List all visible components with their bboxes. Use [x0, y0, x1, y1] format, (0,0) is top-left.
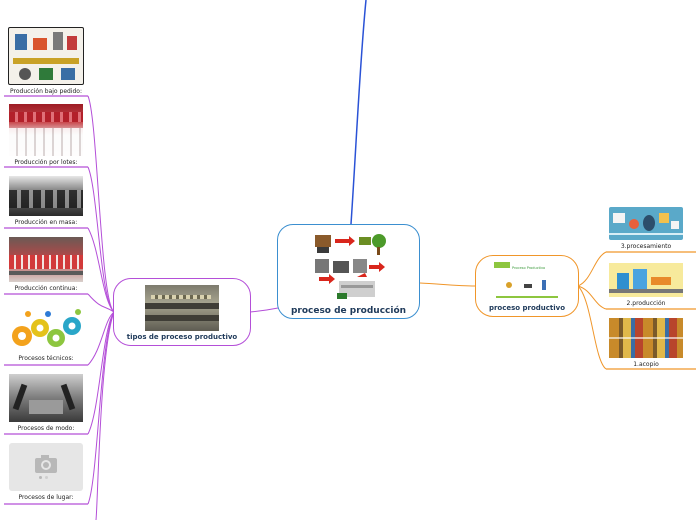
- leaf-procesos-de-modo[interactable]: Procesos de modo:: [4, 374, 88, 432]
- top-connector: [350, 0, 367, 225]
- leaf-label: Producción por lotes:: [14, 159, 78, 166]
- camera-placeholder-icon: [9, 443, 83, 491]
- assembly-line-photo: [9, 176, 83, 216]
- right-underlines: [606, 251, 696, 370]
- leaf-label: Procesos de lugar:: [18, 494, 74, 501]
- leaf-produccion-en-masa[interactable]: Producción en masa:: [4, 176, 88, 226]
- left-branch-node[interactable]: tipos de proceso productivo: [113, 278, 251, 346]
- central-right-connector: [419, 282, 476, 287]
- conveyor-photo: [145, 285, 219, 331]
- right-branch-node[interactable]: Proceso Productivo proceso productivo: [475, 255, 579, 317]
- leaf-produccion-continua[interactable]: Producción continua:: [4, 237, 88, 292]
- proceso-productivo-thumbnail: Proceso Productivo: [494, 262, 560, 302]
- leaf-label: Producción bajo pedido:: [10, 88, 82, 95]
- leaf-label: 3.procesamiento: [620, 243, 672, 250]
- factory-machines-illustration: [609, 263, 683, 297]
- bottle-rows-photo: [9, 104, 83, 156]
- factory-workers-illustration: [8, 27, 84, 85]
- processing-infographic: [609, 207, 683, 240]
- crops-collage-photo: [609, 318, 683, 358]
- leaf-label: Producción continua:: [14, 285, 78, 292]
- central-left-connector: [249, 307, 279, 313]
- right-branch-title: proceso productivo: [488, 304, 566, 312]
- right-fan-connectors: [577, 251, 607, 370]
- leaf-produccion-por-lotes[interactable]: Producción por lotes:: [4, 104, 88, 166]
- leaf-produccion[interactable]: 2.producción: [606, 263, 686, 307]
- production-process-illustration: [314, 234, 386, 299]
- leaf-procesamiento[interactable]: 3.procesamiento: [606, 207, 686, 250]
- leaf-label: Procesos técnicos:: [18, 355, 74, 362]
- leaf-label: 2.producción: [626, 300, 666, 307]
- leaf-procesos-de-lugar[interactable]: Procesos de lugar:: [4, 443, 88, 501]
- leaf-label: 1.acopio: [633, 361, 659, 368]
- leaf-produccion-bajo-pedido[interactable]: Producción bajo pedido:: [4, 27, 88, 95]
- left-fan-connectors: [87, 95, 115, 520]
- central-topic-title: proceso de producción: [290, 306, 407, 316]
- robot-arms-photo: [9, 374, 83, 422]
- leaf-acopio[interactable]: 1.acopio: [606, 318, 686, 368]
- leaf-label: Procesos de modo:: [17, 425, 75, 432]
- conveyor-bottles-photo: [9, 237, 83, 282]
- gears-people-illustration: [12, 309, 81, 347]
- leaf-procesos-tecnicos[interactable]: Procesos técnicos:: [4, 308, 88, 362]
- thumb-text: Proceso Productivo: [512, 266, 546, 270]
- leaf-label: Producción en masa:: [14, 219, 78, 226]
- central-topic-node[interactable]: proceso de producción: [277, 224, 420, 319]
- left-underlines: [4, 95, 88, 505]
- left-branch-title: tipos de proceso productivo: [126, 333, 238, 341]
